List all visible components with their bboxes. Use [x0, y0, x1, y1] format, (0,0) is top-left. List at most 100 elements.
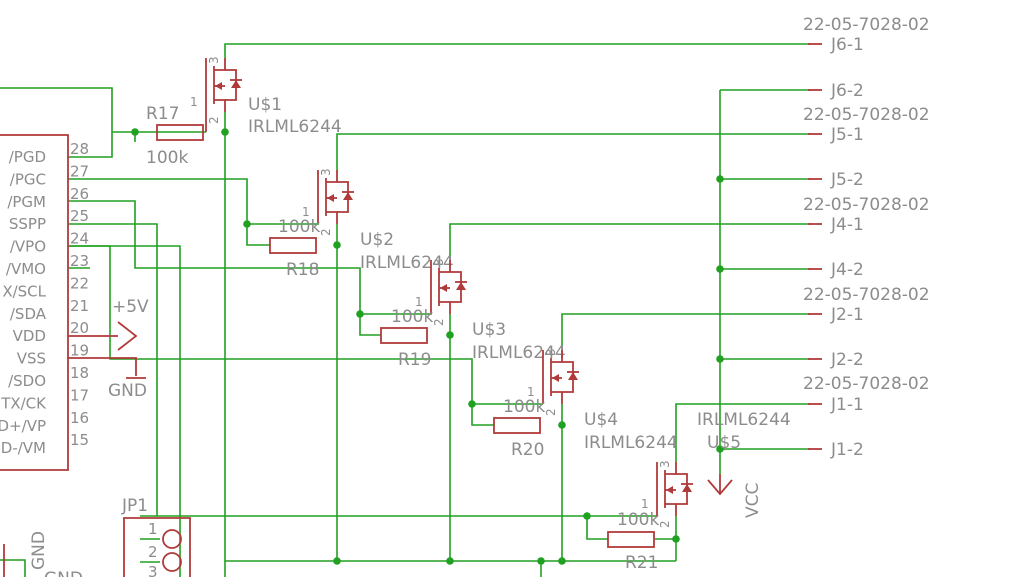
r20-name: R20 [511, 440, 544, 460]
gnd-bottom-rot-label: GND [29, 531, 49, 570]
vcc-label: VCC [743, 483, 763, 518]
u2-name: U$2 [360, 230, 394, 250]
ic-pin-number: 16 [70, 409, 89, 427]
r19-value: 100k [391, 307, 433, 327]
u4-pin-g: 1 [527, 385, 535, 399]
ic-pin-number: 23 [70, 252, 89, 270]
ic-chip [0, 134, 69, 471]
connector-pin-label: J6-1 [830, 35, 864, 55]
ic-pin-name: /PGD [9, 148, 46, 166]
connector-part-j4: 22-05-7028-02 [803, 195, 930, 215]
u1-name: U$1 [248, 95, 282, 115]
u4-pin-d: 3 [544, 348, 558, 356]
ic-pin-number: 17 [70, 386, 89, 404]
mosfet-u1: 1 2 3 [190, 56, 242, 132]
u1-pin-d: 3 [207, 56, 221, 64]
gnd-label: GND [108, 381, 147, 401]
ic-pin-name: /VPO [10, 238, 46, 256]
ic-pin-name: TX/CK [0, 394, 47, 412]
vcc-symbol: VCC [707, 474, 763, 518]
resistor-r17: R17 100k [146, 104, 204, 168]
ic-pin-name: /SDO [8, 372, 46, 390]
ic-pin-number: 19 [70, 342, 89, 360]
r17-name: R17 [146, 104, 179, 124]
connector-part-j2: 22-05-7028-02 [803, 285, 930, 305]
r18-name: R18 [286, 260, 319, 280]
ic-pin-number: 28 [70, 140, 89, 158]
resistor-r19: 100k R19 [380, 307, 433, 370]
ic-pin-name: /PGM [7, 193, 46, 211]
ic-pin-number: 21 [70, 297, 89, 315]
jp1-pin-3: 3 [148, 563, 158, 577]
ic-pin-name: VSS [17, 350, 46, 368]
u1-value: IRLML6244 [248, 117, 342, 137]
resistor-r18: 100k R18 [269, 217, 320, 280]
ic-pin-name: X/SCL [2, 282, 46, 300]
resistor-r21: 100k R21 [607, 510, 659, 573]
u5-name: U$5 [707, 433, 741, 453]
u4-value: IRLML6244 [584, 433, 678, 453]
ic-pin-number: 25 [70, 207, 89, 225]
u1-pin-s: 2 [207, 116, 221, 124]
u4-pin-s: 2 [544, 408, 558, 416]
u4-name: U$4 [584, 410, 618, 430]
mosfet-u2: 1 2 3 [302, 168, 354, 236]
u5-value: IRLML6244 [697, 410, 791, 430]
ic-pin-name: SSPP [9, 215, 46, 233]
jp1-pin-2: 2 [148, 543, 158, 561]
u2-pin-d: 3 [319, 168, 333, 176]
u3-pin-g: 1 [415, 295, 423, 309]
connector-pin-label: J2-1 [830, 305, 864, 325]
ic-pin-number: 15 [70, 431, 89, 449]
r21-name: R21 [625, 553, 658, 573]
ic-pin-number: 24 [70, 230, 89, 248]
ic-pin-name: D+/VP [0, 417, 46, 435]
r20-value: 100k [503, 397, 545, 417]
ic-pin-name: D-/VM [1, 439, 46, 457]
connector-pin-label: J1-1 [830, 395, 864, 415]
jp1-pin-1: 1 [148, 520, 158, 538]
r19-name: R19 [398, 350, 431, 370]
u2-pin-s: 2 [319, 228, 333, 236]
ic-pin-name: /PGC [10, 170, 46, 188]
connector-pin-label: J6-2 [830, 81, 864, 101]
mosfet-u4: 1 2 3 [527, 348, 579, 416]
junctions [131, 128, 724, 565]
connector-part-j1: 22-05-7028-02 [803, 374, 930, 394]
connector-pin-list: J6-1J6-2J5-1J5-2J4-1J4-2J2-1J2-2J1-1J1-2 [808, 35, 864, 460]
connector-pin-label: J5-2 [830, 170, 864, 190]
gnd-bottom-label: GND [44, 569, 83, 577]
jp1-name: JP1 [121, 496, 148, 516]
ic-pin-number: 22 [70, 274, 89, 292]
ic-pin-number: 27 [70, 162, 89, 180]
u5-pin-s: 2 [658, 520, 672, 528]
connector-pin-label: J5-1 [830, 125, 864, 145]
wires [0, 43, 810, 577]
gnd-symbol-bottom: GND GND [3, 531, 83, 577]
u2-pin-g: 1 [302, 205, 310, 219]
resistor-r20: 100k R20 [493, 397, 545, 460]
connector-part-j5: 22-05-7028-02 [803, 105, 930, 125]
ic-pin-number: 26 [70, 185, 89, 203]
r17-value: 100k [146, 148, 188, 168]
r21-value: 100k [617, 510, 659, 530]
u5-pin-g: 1 [641, 497, 649, 511]
u1-pin-g: 1 [190, 95, 198, 109]
connector-pin-label: J2-2 [830, 350, 864, 370]
ic-pin-number: 18 [70, 364, 89, 382]
ic-pin-name: VDD [13, 327, 46, 345]
ic-pin-name: /VMO [6, 260, 46, 278]
gnd-symbol: GND [68, 357, 147, 401]
u3-pin-d: 3 [432, 258, 446, 266]
plus5v-symbol: +5V [68, 297, 149, 351]
ic-pin-name: /SDA [10, 305, 47, 323]
jumper-jp1: JP1 1 2 3 [121, 496, 191, 577]
u3-name: U$3 [472, 320, 506, 340]
connector-pin-label: J1-2 [830, 440, 864, 460]
connector-part-j6: 22-05-7028-02 [803, 15, 930, 35]
ic-pin-number: 20 [70, 319, 89, 337]
u5-pin-d: 3 [658, 460, 672, 468]
connector-pin-label: J4-2 [830, 260, 864, 280]
